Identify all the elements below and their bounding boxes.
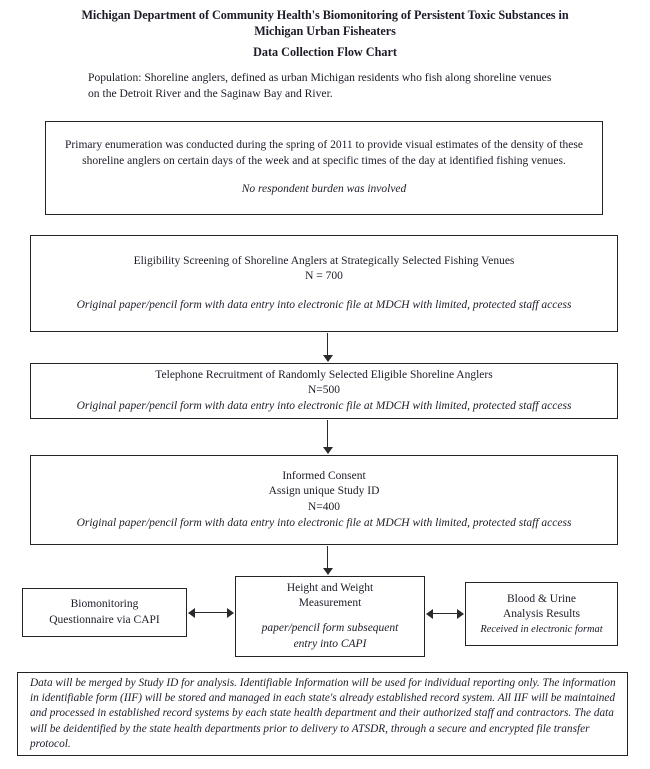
page-title: Michigan Department of Community Health'… xyxy=(81,8,569,38)
arrow-eligibility-to-telephone xyxy=(322,333,333,362)
arrow-questionnaire-to-height-weight xyxy=(188,607,234,618)
consent-data-entry-note: Original paper/pencil form with data ent… xyxy=(76,516,572,529)
consent-heading: Informed Consent xyxy=(282,469,366,482)
arrow-head-left-icon xyxy=(426,608,433,619)
flow-box-blood-urine-analysis: Blood & Urine Analysis Results Received … xyxy=(465,582,618,646)
flow-box-informed-consent: Informed Consent Assign unique Study ID … xyxy=(30,455,618,545)
height-weight-note-line-2: entry into CAPI xyxy=(293,637,367,650)
arrow-shaft xyxy=(326,420,329,448)
chart-subtitle: Data Collection Flow Chart xyxy=(253,45,397,59)
arrow-head-right-icon xyxy=(457,608,464,619)
arrow-head-down-icon xyxy=(322,355,333,362)
flow-box-eligibility-screening: Eligibility Screening of Shoreline Angle… xyxy=(30,235,618,332)
data-merge-paragraph: Data will be merged by Study ID for anal… xyxy=(30,676,616,750)
consent-subheading: Assign unique Study ID xyxy=(268,485,380,498)
flow-box-telephone-recruitment: Telephone Recruitment of Randomly Select… xyxy=(30,363,618,419)
arrow-head-right-icon xyxy=(227,607,234,618)
arrow-shaft xyxy=(326,546,329,569)
arrow-shaft xyxy=(432,612,458,615)
population-definition-note: Population: Shoreline anglers, defined a… xyxy=(88,71,552,101)
height-weight-line-2: Measurement xyxy=(298,597,362,610)
arrow-consent-to-height-weight xyxy=(322,546,333,575)
primary-enumeration-note: No respondent burden was involved xyxy=(241,183,407,196)
questionnaire-line-1: Biomonitoring xyxy=(70,597,139,610)
consent-sample-size: N=400 xyxy=(307,501,341,513)
blood-urine-note: Received in electronic format xyxy=(480,623,603,635)
flow-box-height-weight-measurement: Height and Weight Measurement paper/penc… xyxy=(235,576,425,657)
telephone-heading: Telephone Recruitment of Randomly Select… xyxy=(155,368,493,381)
arrow-telephone-to-consent xyxy=(322,420,333,454)
telephone-data-entry-note: Original paper/pencil form with data ent… xyxy=(76,399,572,412)
eligibility-data-entry-note: Original paper/pencil form with data ent… xyxy=(76,298,572,311)
blood-urine-line-2: Analysis Results xyxy=(503,608,580,621)
eligibility-heading: Eligibility Screening of Shoreline Angle… xyxy=(133,254,515,267)
arrow-height-weight-to-blood-urine xyxy=(426,608,464,619)
arrow-head-down-icon xyxy=(322,447,333,454)
arrow-head-left-icon xyxy=(188,607,195,618)
arrow-head-down-icon xyxy=(322,568,333,575)
flow-box-biomonitoring-questionnaire: Biomonitoring Questionnaire via CAPI xyxy=(22,588,187,637)
eligibility-sample-size: N = 700 xyxy=(305,270,343,283)
primary-enumeration-body: Primary enumeration was conducted during… xyxy=(65,139,583,167)
flow-box-primary-enumeration: Primary enumeration was conducted during… xyxy=(45,121,603,215)
questionnaire-line-2: Questionnaire via CAPI xyxy=(49,613,160,626)
telephone-sample-size: N=500 xyxy=(307,384,341,397)
flow-box-data-merge-privacy: Data will be merged by Study ID for anal… xyxy=(17,672,628,756)
arrow-shaft xyxy=(194,611,228,614)
blood-urine-line-1: Blood & Urine xyxy=(507,592,576,605)
height-weight-line-1: Height and Weight xyxy=(286,581,374,594)
height-weight-note-line-1: paper/pencil form subsequent xyxy=(261,622,399,634)
arrow-shaft xyxy=(326,333,329,356)
